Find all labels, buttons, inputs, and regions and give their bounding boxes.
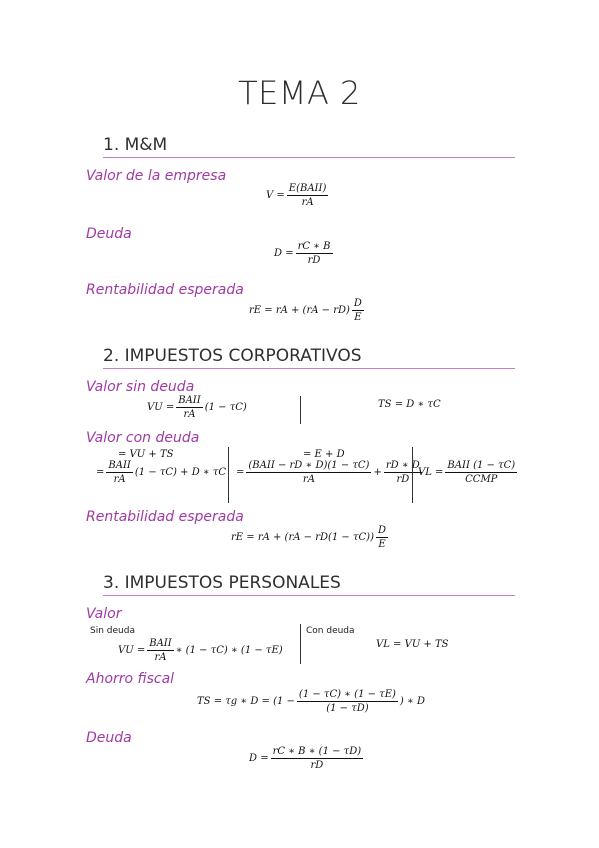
numerator: D xyxy=(351,298,364,311)
formula-valor-con-deuda-personal: VL = VU + TS xyxy=(376,639,449,650)
numerator: BAII xyxy=(176,395,203,408)
fraction: BAII rA xyxy=(147,638,174,663)
denominator: rD xyxy=(310,760,324,771)
subheading-rentabilidad-2: Rentabilidad esperada xyxy=(86,509,244,525)
denominator: rA xyxy=(154,652,167,663)
subheading-ahorro-fiscal: Ahorro fiscal xyxy=(86,671,175,687)
column-divider xyxy=(300,624,301,664)
formula-lhs: VU = xyxy=(118,645,146,656)
denominator: rA xyxy=(301,197,314,208)
fraction: (BAII − rD ∗ D)(1 − τC) rA xyxy=(246,460,372,485)
formula-e-d: = E + D xyxy=(303,449,345,460)
numerator: rD ∗ D xyxy=(383,460,422,473)
fraction: BAII rA xyxy=(176,395,203,420)
formula-valor-empresa: V = E(BAII) rA xyxy=(266,183,330,208)
fraction: E(BAII) rA xyxy=(286,183,329,208)
column-divider xyxy=(412,447,413,503)
numerator: (BAII − rD ∗ D)(1 − τC) xyxy=(246,460,372,473)
formula-rhs: ∗ (1 − τC) ∗ (1 − τE) xyxy=(175,645,283,656)
column-divider xyxy=(228,447,229,503)
formula-rhs: (1 − τC) xyxy=(204,402,247,413)
fraction: BAII (1 − τC) CCMP xyxy=(445,460,518,485)
formula-lhs: = xyxy=(236,467,245,478)
subheading-valor-con-deuda: Valor con deuda xyxy=(86,430,200,446)
formula-lhs: TS = τg ∗ D = (1 − xyxy=(197,696,295,707)
numerator: (1 − τC) ∗ (1 − τE) xyxy=(296,689,398,702)
formula-lhs: D = xyxy=(274,248,294,259)
denominator: rD xyxy=(396,474,410,485)
formula-rhs: ) ∗ D xyxy=(399,696,425,707)
formula-lhs: VU = xyxy=(147,402,175,413)
denominator: E xyxy=(378,539,386,550)
numerator: BAII xyxy=(147,638,174,651)
section-heading-impuestos-corporativos: 2. IMPUESTOS CORPORATIVOS xyxy=(103,346,515,369)
denominator: E xyxy=(354,312,362,323)
subheading-rentabilidad: Rentabilidad esperada xyxy=(86,282,244,298)
numerator: rC ∗ B xyxy=(295,241,333,254)
label-con-deuda: Con deuda xyxy=(306,626,355,636)
numerator: BAII (1 − τC) xyxy=(445,460,518,473)
denominator: rD xyxy=(307,255,321,266)
fraction: D E xyxy=(375,525,389,550)
formula-rentabilidad: rE = rA + (rA − rD) D E xyxy=(249,298,366,323)
formula-tax-shield: TS = D ∗ τC xyxy=(378,399,441,410)
formula-lhs: VL = xyxy=(418,467,444,478)
denominator: (1 − τD) xyxy=(326,703,369,714)
fraction: rC ∗ B rD xyxy=(295,241,333,266)
formula-rentabilidad-2: rE = rA + (rA − rD(1 − τC)) D E xyxy=(231,525,390,550)
numerator: D xyxy=(375,525,389,538)
formula-text: VL = VU + TS xyxy=(376,639,449,650)
formula-lhs: V = xyxy=(266,190,285,201)
formula-lhs: D = xyxy=(249,753,269,764)
fraction: BAII rA xyxy=(106,460,133,485)
formula-rhs: (1 − τC) + D ∗ τC xyxy=(134,467,227,478)
formula-lhs: = xyxy=(96,467,105,478)
denominator: CCMP xyxy=(465,474,498,485)
numerator: rC ∗ B ∗ (1 − τD) xyxy=(270,746,364,759)
formula-text: TS = D ∗ τC xyxy=(378,399,441,410)
formula-text: = E + D xyxy=(303,449,345,460)
column-divider xyxy=(300,396,301,424)
numerator: E(BAII) xyxy=(286,183,329,196)
page-title: TEMA 2 xyxy=(238,74,361,112)
denominator: rA xyxy=(113,474,126,485)
section-heading-impuestos-personales: 3. IMPUESTOS PERSONALES xyxy=(103,573,515,596)
formula-valor-sin-deuda: VU = BAII rA (1 − τC) xyxy=(147,395,247,420)
fraction: rD ∗ D rD xyxy=(383,460,422,485)
formula-con-deuda-1: = BAII rA (1 − τC) + D ∗ τC xyxy=(96,460,226,485)
formula-vu-ts: = VU + TS xyxy=(118,449,173,460)
subheading-deuda-personal: Deuda xyxy=(86,730,132,746)
formula-deuda: D = rC ∗ B rD xyxy=(274,241,335,266)
formula-ahorro-fiscal: TS = τg ∗ D = (1 − (1 − τC) ∗ (1 − τE) (… xyxy=(197,689,425,714)
formula-deuda-personal: D = rC ∗ B ∗ (1 − τD) rD xyxy=(249,746,365,771)
formula-text: = VU + TS xyxy=(118,449,174,460)
subheading-valor-empresa: Valor de la empresa xyxy=(86,168,227,184)
section-heading-mm: 1. M&M xyxy=(103,135,515,158)
formula-con-deuda-2: = (BAII − rD ∗ D)(1 − τC) rA + rD ∗ D rD xyxy=(236,460,424,485)
formula-valor-sin-deuda-personal: VU = BAII rA ∗ (1 − τC) ∗ (1 − τE) xyxy=(118,638,283,663)
subheading-deuda: Deuda xyxy=(86,226,132,242)
denominator: rA xyxy=(183,409,196,420)
formula-lhs: rE = rA + (rA − rD) xyxy=(249,305,350,316)
fraction: D E xyxy=(351,298,364,323)
numerator: BAII xyxy=(106,460,133,473)
label-sin-deuda: Sin deuda xyxy=(90,626,135,636)
formula-con-deuda-3: VL = BAII (1 − τC) CCMP xyxy=(418,460,519,485)
fraction: rC ∗ B ∗ (1 − τD) rD xyxy=(270,746,364,771)
fraction: (1 − τC) ∗ (1 − τE) (1 − τD) xyxy=(296,689,398,714)
denominator: rA xyxy=(302,474,315,485)
formula-plus: + xyxy=(373,467,382,478)
formula-lhs: rE = rA + (rA − rD(1 − τC)) xyxy=(231,532,374,543)
subheading-valor: Valor xyxy=(86,606,122,622)
subheading-valor-sin-deuda: Valor sin deuda xyxy=(86,379,195,395)
